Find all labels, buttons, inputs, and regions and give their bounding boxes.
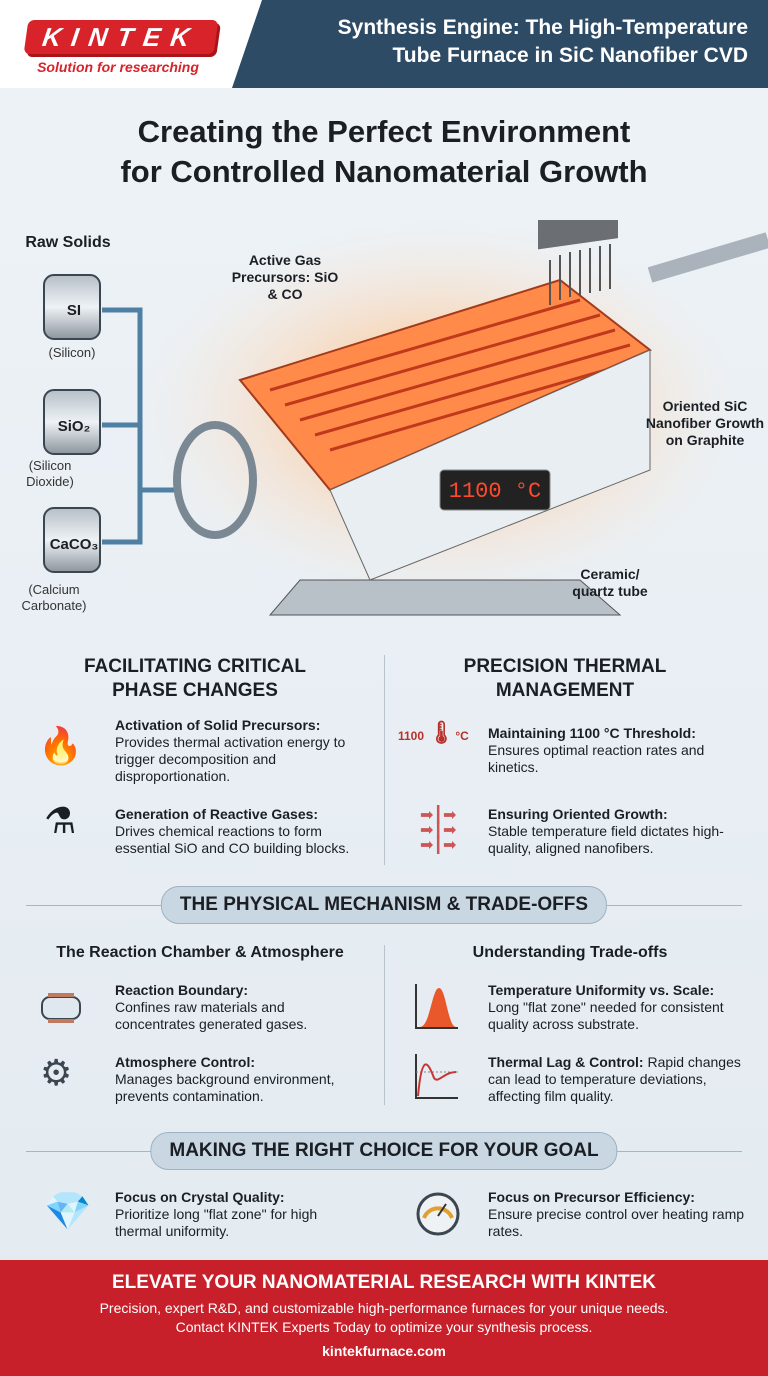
item-text: Drives chemical reactions to form essent… (115, 823, 350, 856)
item-title: Maintaining 1100 °C Threshold: (488, 725, 696, 741)
item-title: Temperature Uniformity vs. Scale: (488, 982, 715, 998)
page-title: Creating the Perfect Environment for Cont… (0, 112, 768, 192)
item-title: Focus on Crystal Quality: (115, 1189, 285, 1205)
container-name: (Silicon Dioxide) (26, 458, 74, 489)
display-readout: 1100 °C (449, 479, 541, 504)
gauge-icon (416, 1192, 460, 1236)
container-formula: SI (66, 302, 82, 319)
header-title-line: Synthesis Engine: The High-Temperature (337, 16, 748, 39)
title-line: Creating the Perfect Environment (137, 114, 631, 149)
flame-molecule-icon: 🔥 (38, 725, 83, 766)
footer-heading: ELEVATE YOUR NANOMATERIAL RESEARCH WITH … (112, 1272, 656, 1293)
section-heading: FACILITATING CRITICAL PHASE CHANGES (84, 656, 306, 701)
divider (384, 655, 385, 865)
flask-icon: ⚗ (44, 800, 77, 841)
section-banner: MAKING THE RIGHT CHOICE FOR YOUR GOAL (26, 1132, 742, 1170)
subsection-heading: The Reaction Chamber & Atmosphere (56, 944, 344, 961)
nanofiber-growth-label: Oriented SiC Nanofiber Growth on Graphit… (645, 398, 765, 448)
list-item: Generation of Reactive Gases:Drives chem… (115, 806, 365, 857)
list-item: Focus on Precursor Efficiency:Ensure pre… (488, 1189, 748, 1240)
gas-precursors-label: Active Gas Precursors: SiO & CO (231, 252, 339, 302)
footer-url-link[interactable]: kintekfurnace.com (322, 1343, 446, 1359)
list-item: Maintaining 1100 °C Threshold:Ensures op… (488, 725, 748, 776)
subsection-heading: Understanding Trade-offs (472, 944, 668, 961)
tube-icon (41, 993, 81, 1023)
list-item: Ensuring Oriented Growth:Stable temperat… (488, 806, 748, 857)
list-item: Thermal Lag & Control: Rapid changes can… (488, 1054, 748, 1105)
container-formula: CaCO₃ (49, 536, 99, 553)
banner-label: MAKING THE RIGHT CHOICE FOR YOUR GOAL (150, 1132, 618, 1170)
overshoot-graph-icon (415, 1054, 458, 1099)
item-text: Stable temperature field dictates high-q… (488, 823, 724, 856)
footer-text: Contact KINTEK Experts Today to optimize… (175, 1319, 593, 1335)
item-text: Rapid changes can lead to temperature de… (488, 1054, 741, 1104)
list-item: Temperature Uniformity vs. Scale:Long "f… (488, 982, 758, 1033)
item-text: Prioritize long "flat zone" for high the… (115, 1206, 318, 1239)
item-title: Ensuring Oriented Growth: (488, 806, 668, 822)
bell-curve-icon (415, 984, 458, 1029)
list-item: Activation of Solid Precursors:Provides … (115, 717, 365, 785)
list-item: Atmosphere Control:Manages background en… (115, 1054, 365, 1105)
temperature-display (439, 469, 551, 511)
footer: ELEVATE YOUR NANOMATERIAL RESEARCH WITH … (0, 1260, 768, 1376)
title-line: for Controlled Nanomaterial Growth (120, 154, 648, 189)
logo-slogan: Solution for researching (37, 59, 199, 75)
footer-text: Precision, expert R&D, and customizable … (99, 1300, 669, 1316)
pump-icon: ⚙ (40, 1052, 73, 1093)
item-text: Provides thermal activation energy to tr… (115, 734, 346, 784)
item-title: Generation of Reactive Gases: (115, 806, 319, 822)
container-name: (Silicon) (48, 345, 96, 360)
item-text: Ensures optimal reaction rates and kinet… (488, 742, 705, 775)
tube-label: Ceramic/ quartz tube (572, 566, 648, 599)
item-title: Activation of Solid Precursors: (115, 717, 321, 733)
thermometer-icon: 1100 🌡°C (398, 720, 469, 745)
item-text: Manages background environment, prevents… (115, 1071, 335, 1104)
list-item: Focus on Crystal Quality:Prioritize long… (115, 1189, 365, 1240)
kintek-logo: KINTEK (23, 20, 219, 54)
item-text: Ensure precise control over heating ramp… (488, 1206, 745, 1239)
thermometer-value: 1100 (398, 729, 425, 743)
banner-label: THE PHYSICAL MECHANISM & TRADE-OFFS (160, 886, 608, 924)
thermometer-unit: °C (455, 729, 469, 743)
diamond-icon: 💎 (44, 1191, 92, 1233)
item-title: Reaction Boundary: (115, 982, 249, 998)
section-heading: PRECISION THERMAL MANAGEMENT (463, 656, 667, 701)
header-title-line: Tube Furnace in SiC Nanofiber CVD (392, 44, 748, 67)
item-text: Long "flat zone" needed for consistent q… (488, 999, 724, 1032)
header-banner (232, 0, 768, 88)
divider (384, 945, 385, 1105)
furnace-illustration: 1100 °C (43, 220, 768, 616)
raw-solids-label: Raw Solids (25, 234, 111, 251)
item-title: Atmosphere Control: (115, 1054, 255, 1070)
container-name: (Calcium Carbonate) (21, 582, 87, 613)
heat-flow-icon: ➡┃➡➡┃➡➡┃➡ (420, 807, 457, 854)
item-title: Focus on Precursor Efficiency: (488, 1189, 695, 1205)
item-text: Confines raw materials and concentrates … (115, 999, 308, 1032)
containers (43, 274, 101, 573)
item-title: Thermal Lag & Control: (488, 1054, 644, 1070)
section-banner: THE PHYSICAL MECHANISM & TRADE-OFFS (26, 886, 742, 924)
list-item: Reaction Boundary:Confines raw materials… (115, 982, 365, 1033)
container-formula: SiO₂ (57, 418, 91, 435)
